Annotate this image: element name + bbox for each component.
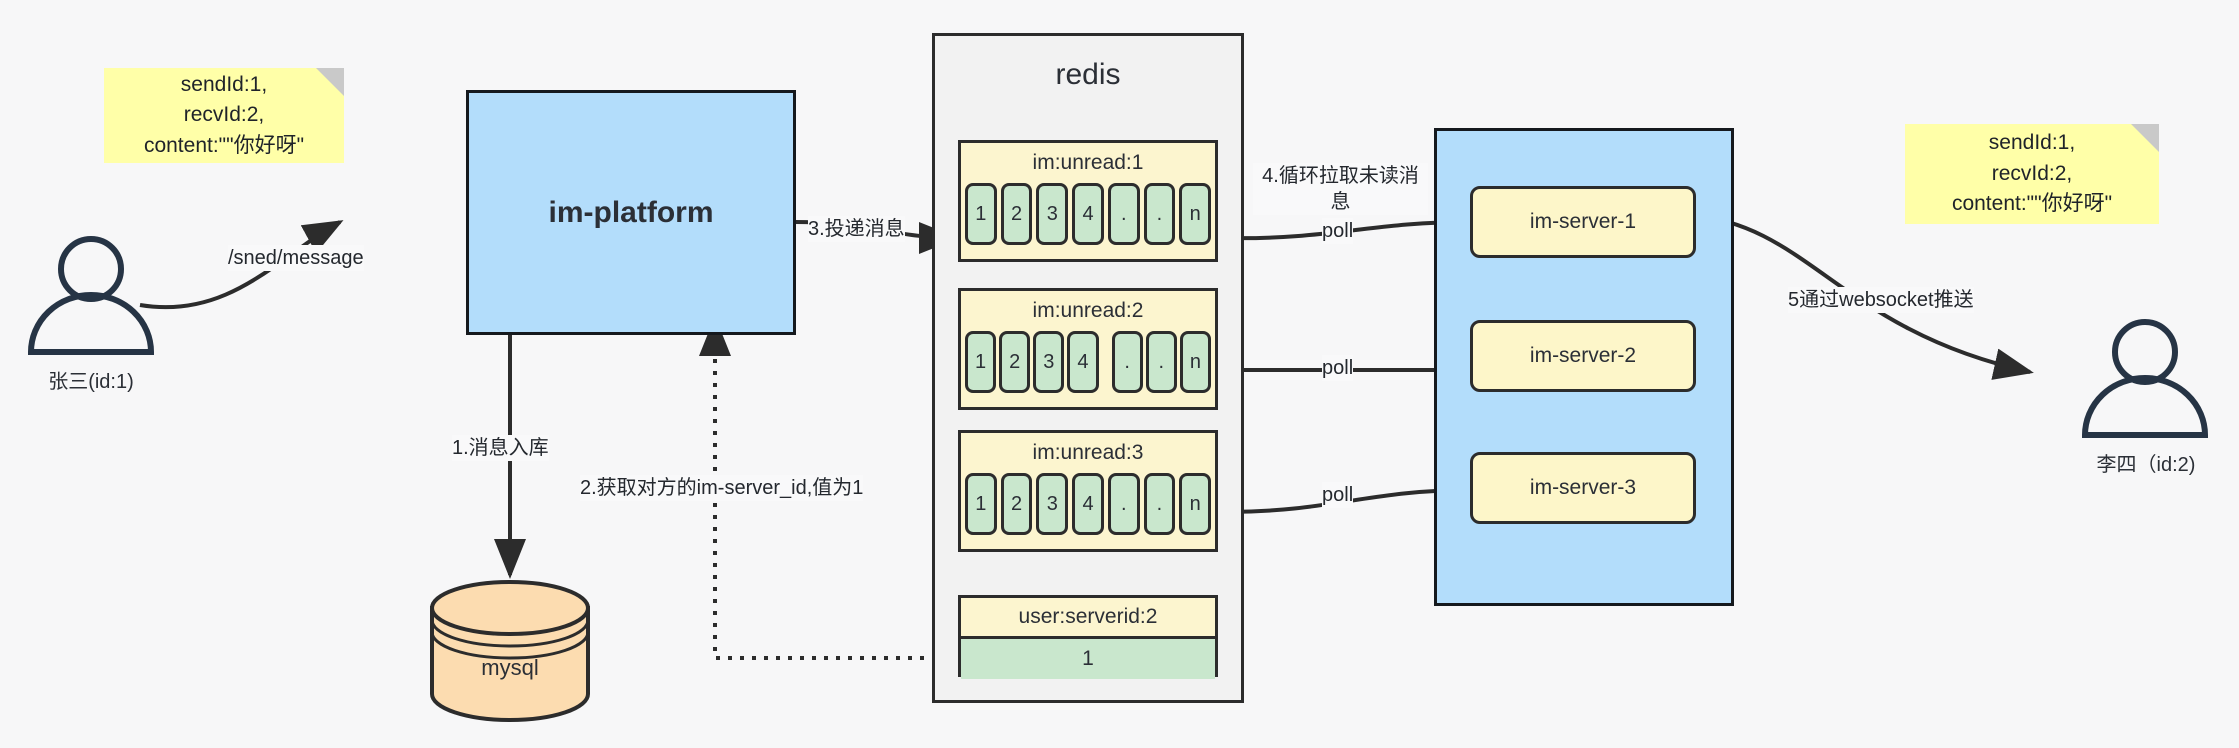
node-im-server-2-label: im-server-2 xyxy=(1529,344,1637,367)
edge-label-step1: 1.消息入库 xyxy=(452,435,549,461)
list-cell: 1 xyxy=(965,473,997,535)
node-im-server-3-label: im-server-3 xyxy=(1529,476,1637,499)
sticky-note-right: sendId:1, recvId:2, content:""你好呀" xyxy=(1905,124,2159,224)
redis-key-user-serverid-2[interactable]: user:serverid:2 1 xyxy=(958,595,1218,679)
node-mysql-label: mysql xyxy=(481,655,539,680)
redis-kv-title: user:serverid:2 xyxy=(1018,605,1158,628)
edge-label-step5: 5通过websocket推送 xyxy=(1788,287,1974,313)
redis-key-im-unread-2[interactable]: im:unread:2 1 2 3 4 . . n xyxy=(958,288,1218,410)
list-cell: n xyxy=(1179,473,1212,535)
list-cell: 2 xyxy=(1000,473,1033,535)
sticky-note-left-text: sendId:1, recvId:2, content:""你好呀" xyxy=(143,72,305,157)
person-icon-sender xyxy=(27,236,155,355)
node-im-server-3[interactable]: im-server-3 xyxy=(1470,452,1696,524)
node-im-server-2[interactable]: im-server-2 xyxy=(1470,320,1696,392)
list-cell: 1 xyxy=(965,183,997,245)
edge-label-poll-3: poll xyxy=(1322,482,1354,508)
list-cell: . xyxy=(1107,473,1140,535)
redis-key-im-unread-1[interactable]: im:unread:1 1 2 3 4 . . n xyxy=(958,140,1218,262)
node-im-server-1[interactable]: im-server-1 xyxy=(1470,186,1696,258)
list-cell: . xyxy=(1143,183,1176,245)
actor-label-sender: 张三(id:1) xyxy=(48,371,134,393)
person-icon-receiver xyxy=(2081,319,2209,438)
list-cell: n xyxy=(1179,183,1212,245)
list-cell: . xyxy=(1111,331,1143,393)
redis-key-im-unread-1-cells: 1 2 3 4 . . n xyxy=(961,183,1215,249)
list-cell: . xyxy=(1145,331,1177,393)
node-im-platform-label: im-platform xyxy=(548,195,714,229)
note-fold-icon xyxy=(2131,124,2159,152)
list-cell: 4 xyxy=(1072,473,1104,535)
redis-kv-value: 1 xyxy=(961,636,1215,679)
list-cell: 3 xyxy=(1033,331,1065,393)
sticky-note-left: sendId:1, recvId:2, content:""你好呀" xyxy=(104,68,344,163)
redis-key-im-unread-2-title: im:unread:2 xyxy=(961,291,1215,331)
redis-key-im-unread-1-title: im:unread:1 xyxy=(961,143,1215,183)
redis-key-im-unread-3[interactable]: im:unread:3 1 2 3 4 . . n xyxy=(958,430,1218,552)
redis-key-im-unread-2-cells: 1 2 3 4 . . n xyxy=(961,331,1215,397)
sticky-note-right-text: sendId:1, recvId:2, content:""你好呀" xyxy=(1951,131,2113,216)
list-cell: 3 xyxy=(1036,473,1069,535)
list-cell: . xyxy=(1143,473,1176,535)
edge-label-step4: 4.循环拉取未读消息 xyxy=(1253,163,1428,215)
list-cell: . xyxy=(1107,183,1140,245)
edge-label-send-message: /sned/message xyxy=(228,245,364,271)
note-fold-icon xyxy=(316,68,344,96)
node-redis-label: redis xyxy=(1055,58,1121,91)
database-cylinder-icon xyxy=(430,580,590,722)
list-cell: 2 xyxy=(1000,183,1033,245)
edge-label-poll-1: poll xyxy=(1322,218,1354,244)
edge-label-step3: 3.投递消息 xyxy=(808,216,905,242)
list-cell: 1 xyxy=(965,331,997,393)
node-im-platform[interactable]: im-platform xyxy=(466,90,796,335)
edge-label-step2: 2.获取对方的im-server_id,值为1 xyxy=(580,475,864,501)
edge-label-poll-2: poll xyxy=(1322,355,1354,381)
redis-key-im-unread-3-title: im:unread:3 xyxy=(961,433,1215,473)
list-cell: 2 xyxy=(999,331,1031,393)
redis-key-im-unread-3-cells: 1 2 3 4 . . n xyxy=(961,473,1215,539)
list-cell: 4 xyxy=(1067,331,1099,393)
list-cell: n xyxy=(1179,331,1211,393)
list-cell: 3 xyxy=(1036,183,1069,245)
list-cell: 4 xyxy=(1072,183,1104,245)
node-im-server-1-label: im-server-1 xyxy=(1529,210,1637,233)
actor-label-receiver: 李四（id:2) xyxy=(2096,454,2196,476)
